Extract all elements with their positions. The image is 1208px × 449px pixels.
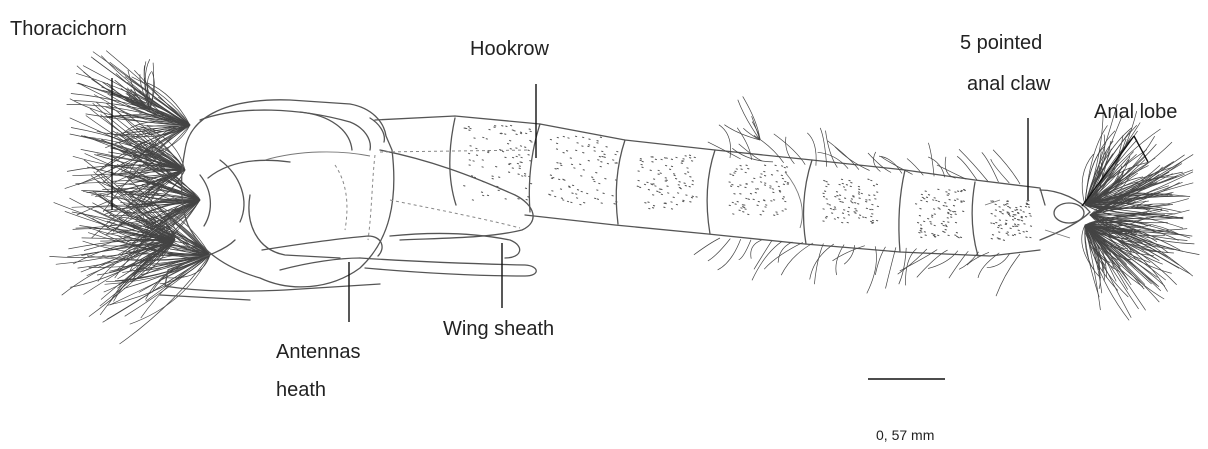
- label-hook-row: Hookrow: [470, 37, 549, 61]
- spinule-patches: [463, 125, 1032, 240]
- thoracic-horn-tufts: [49, 51, 210, 344]
- label-antenna-sheath-line2: heath: [276, 378, 326, 402]
- lateral-setae: [694, 96, 1020, 296]
- label-thoracic-horn: Thoracichorn: [10, 17, 127, 41]
- label-antenna-sheath-line1: Antennas: [276, 340, 361, 364]
- label-anal-lobe: Anal lobe: [1094, 100, 1177, 124]
- wing-sheath: [360, 150, 536, 276]
- scale-bar-text: 0, 57 mm: [876, 427, 934, 443]
- label-wing-sheath: Wing sheath: [443, 317, 554, 341]
- label-anal-claw-line1: 5 pointed: [960, 31, 1042, 55]
- anal-lobe: [1040, 104, 1199, 320]
- leader-lines: [112, 78, 1148, 322]
- label-anal-claw-line2: anal claw: [967, 72, 1050, 96]
